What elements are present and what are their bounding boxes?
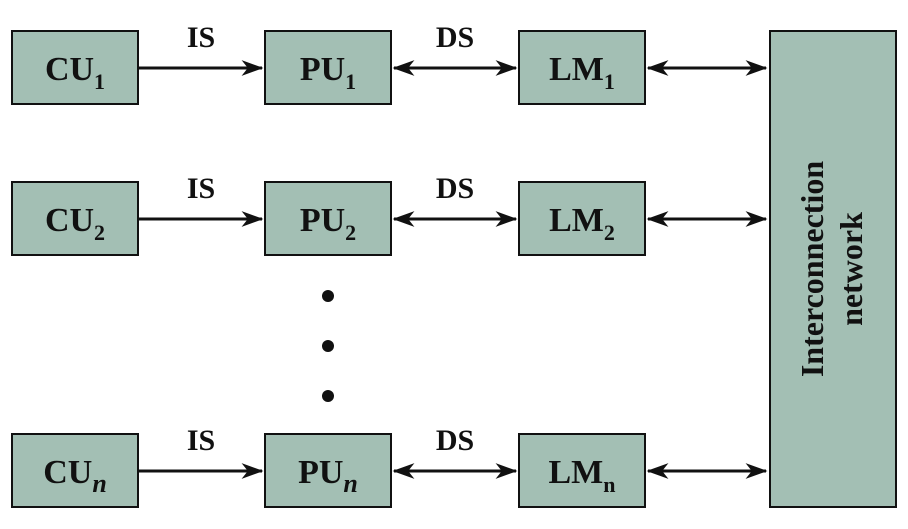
- cu-label-2: CU2: [45, 202, 105, 245]
- lm-box-n: [518, 433, 646, 508]
- lm-label-1: LM1: [549, 51, 615, 94]
- cu-label-1: CU1: [45, 51, 105, 94]
- ds-label-1: DS: [436, 21, 474, 54]
- pu-label-2: PU2: [300, 202, 356, 245]
- lm-label-n: LMn: [548, 454, 615, 497]
- ellipsis-dot-1: [322, 290, 334, 302]
- pu-box-n: [264, 433, 392, 508]
- cu-box-2: [11, 181, 139, 256]
- row-2: CU2 PU2 LM2 IS DS: [11, 172, 768, 256]
- is-label-1: IS: [187, 21, 215, 54]
- pu-box-2: [264, 181, 392, 256]
- pu-box-1: [264, 30, 392, 105]
- is-label-n: IS: [187, 424, 215, 457]
- ellipsis-dot-2: [322, 340, 334, 352]
- is-label-2: IS: [187, 172, 215, 205]
- ellipsis-dot-3: [322, 390, 334, 402]
- pu-label-1: PU1: [300, 51, 356, 94]
- cu-label-n: CUn: [43, 454, 107, 498]
- interconnection-network: Interconnection network: [769, 30, 897, 508]
- row-n: CUn PUn LMn IS DS: [11, 424, 768, 508]
- cu-box-n: [11, 433, 139, 508]
- network-box: [769, 30, 897, 508]
- lm-box-1: [518, 30, 646, 105]
- cu-box-1: [11, 30, 139, 105]
- ds-label-n: DS: [436, 424, 474, 457]
- network-label-line1: Interconnection: [794, 161, 830, 377]
- network-label-line2: network: [833, 212, 869, 326]
- lm-box-2: [518, 181, 646, 256]
- lm-label-2: LM2: [549, 202, 615, 245]
- ellipsis-dots: [322, 290, 334, 402]
- row-1: CU1 PU1 LM1 IS DS: [11, 21, 768, 105]
- pu-label-n: PUn: [298, 454, 358, 498]
- ds-label-2: DS: [436, 172, 474, 205]
